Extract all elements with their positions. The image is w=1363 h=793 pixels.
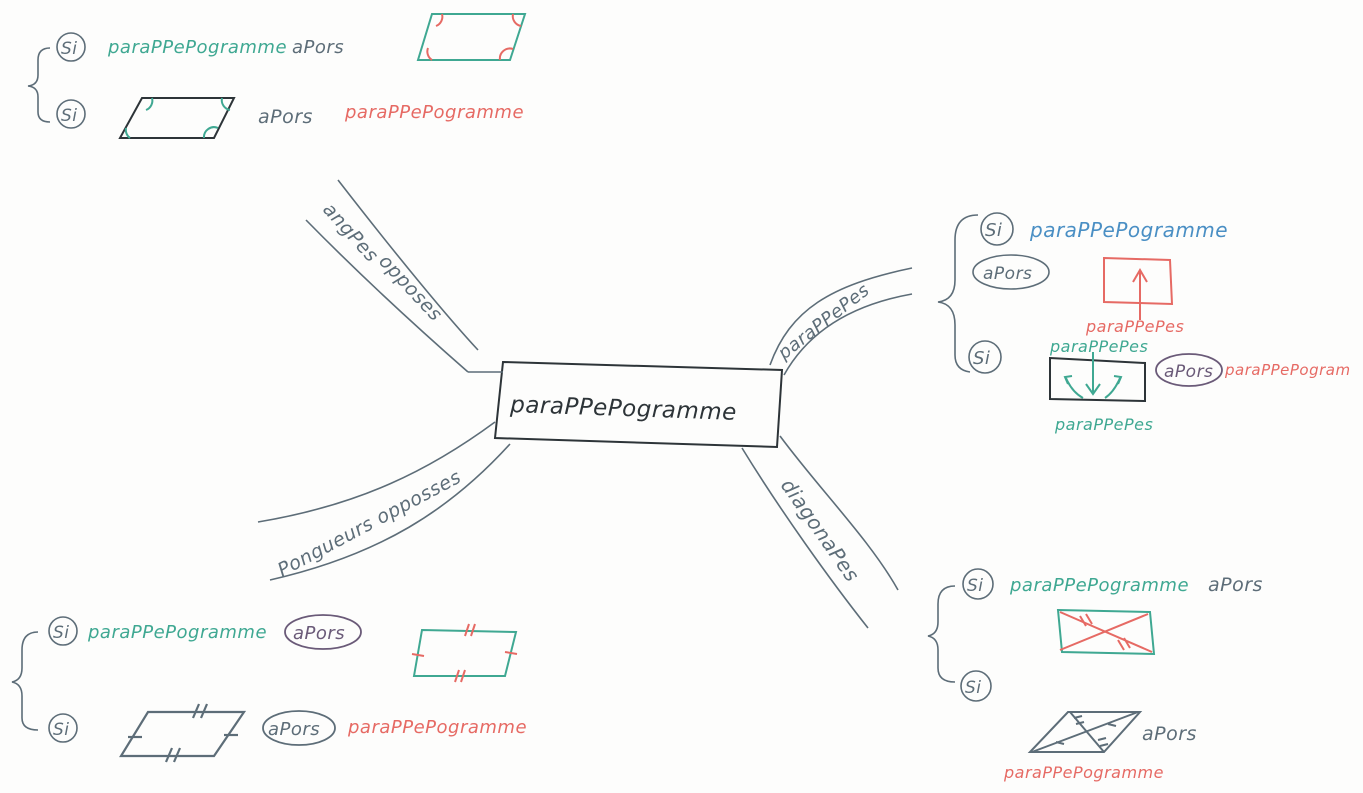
si-circle-icon xyxy=(48,713,78,743)
si-circle-icon xyxy=(56,32,86,62)
center-node: paraPPePogramme xyxy=(493,360,784,449)
parallelogram-diagonal-figure-2 xyxy=(1027,711,1143,753)
group-diagonales: Si paraPPePogramme aPors Si aPors paraPP… xyxy=(927,568,1263,782)
statement-5-subject: paraPPePogramme xyxy=(87,622,267,643)
statement-2-conclusion: paraPPePogramme xyxy=(344,102,524,123)
statement-7-alors: aPors xyxy=(1208,574,1263,596)
group-longueurs: Si paraPPePogramme aPors Si aPors paraPP… xyxy=(11,614,527,763)
center-label: paraPPePogramme xyxy=(509,392,737,426)
parallelogram-diagonal-figure-1 xyxy=(1056,608,1156,656)
statement-8-alors: aPors xyxy=(1142,723,1197,745)
branch-diagonales-label: diagonaPes xyxy=(776,474,865,586)
parallelogram-length-figure-2 xyxy=(119,703,247,763)
statement-6-alors: aPors xyxy=(268,719,320,740)
si-label: Si xyxy=(53,623,70,643)
alors-bubble-icon xyxy=(1155,353,1223,387)
brace-icon xyxy=(937,214,979,373)
branch-angles xyxy=(305,179,503,373)
si-circle-icon xyxy=(980,212,1014,246)
statement-3-alors: aPors xyxy=(983,264,1032,284)
paralleles-teal-label-bottom: paraPPePes xyxy=(1054,415,1153,434)
group-paralleles: Si paraPPePogramme aPors paraPPePes Si p… xyxy=(937,212,1351,434)
group-angles: Si paraPPePogramme aPors Si aPors paraPP… xyxy=(27,13,527,139)
si-circle-icon xyxy=(56,99,86,129)
statement-1-alors: aPors xyxy=(292,37,344,58)
si-label: Si xyxy=(985,220,1002,241)
si-label: Si xyxy=(61,106,78,126)
statement-4-alors: aPors xyxy=(1164,362,1213,382)
branch-longueurs-label: Pongueurs opposses xyxy=(274,466,465,581)
brace-icon xyxy=(927,585,956,683)
parallelogram-red-figure xyxy=(1103,256,1174,320)
branch-paralleles-label: paraPPePes xyxy=(773,280,873,365)
branch-longueurs xyxy=(257,421,511,581)
statement-6-conclusion: paraPPePogramme xyxy=(347,717,527,738)
statement-1-subject: paraPPePogramme xyxy=(107,37,287,58)
parallelogram-length-figure-1 xyxy=(411,623,518,683)
si-circle-icon xyxy=(962,568,994,600)
si-circle-icon xyxy=(48,616,78,646)
brace-icon xyxy=(27,47,51,123)
parallelogram-angles-figure-1 xyxy=(416,13,527,61)
paralleles-red-label: paraPPePes xyxy=(1085,317,1184,336)
parallelogram-angles-figure-2 xyxy=(118,97,236,139)
parallelogram-teal-figure xyxy=(1049,352,1146,403)
statement-8-conclusion: paraPPePogramme xyxy=(1003,763,1164,782)
statement-2-alors: aPors xyxy=(258,106,313,128)
branch-angles-label-2: opposes xyxy=(374,250,446,325)
statement-7-subject: paraPPePogramme xyxy=(1009,575,1189,596)
statement-3-subject: paraPPePogramme xyxy=(1029,218,1228,242)
si-label: Si xyxy=(973,348,990,369)
si-label: Si xyxy=(965,678,982,698)
si-circle-icon xyxy=(968,340,1002,374)
alors-bubble-icon xyxy=(972,254,1050,290)
branch-angles-label-1: angPes xyxy=(318,199,382,267)
statement-5-alors: aPors xyxy=(293,623,345,644)
statement-4-conclusion: paraPPePogram xyxy=(1224,361,1351,379)
si-label: Si xyxy=(61,39,78,59)
si-circle-icon xyxy=(960,670,992,702)
branch-paralleles xyxy=(769,267,913,376)
alors-bubble-icon xyxy=(262,710,336,746)
si-label: Si xyxy=(53,720,70,740)
si-label: Si xyxy=(967,576,984,596)
alors-bubble-icon xyxy=(284,614,362,650)
branch-diagonales xyxy=(741,435,899,629)
brace-icon xyxy=(11,631,39,731)
paralleles-teal-label-top: paraPPePes xyxy=(1049,337,1148,356)
